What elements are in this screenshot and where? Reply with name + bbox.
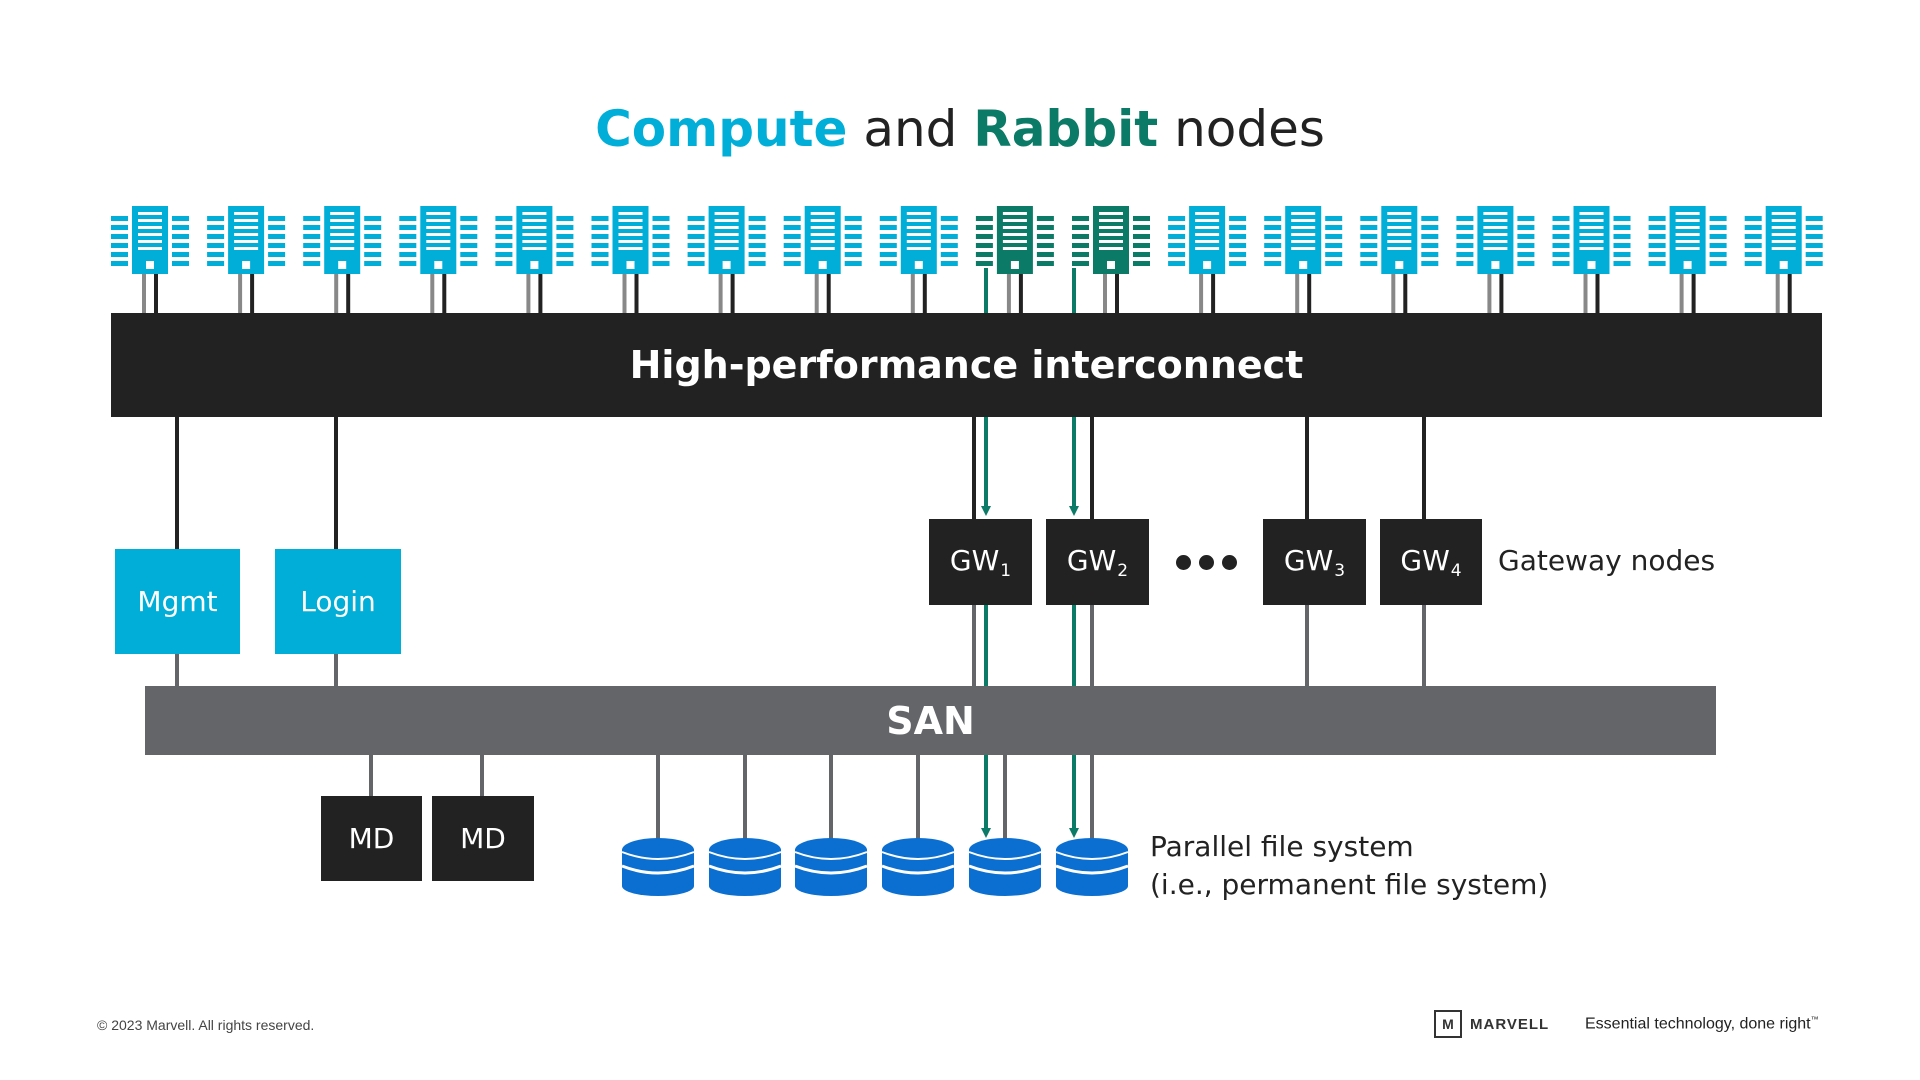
gateway-3-label: GW3 [1283,543,1346,581]
server-rack-icon [783,206,862,274]
gateway-node-2: GW2 [1046,519,1149,605]
login-node: Login [275,549,401,654]
database-cylinder-icon [794,838,868,896]
gateway-4-label: GW4 [1400,543,1462,581]
md-label: MD [348,822,395,855]
title-rabbit: Rabbit [973,100,1159,158]
title-compute: Compute [595,100,848,158]
marvell-logo-mark-icon: M [1434,1010,1462,1038]
server-rack-icon [1744,206,1823,274]
gateway-node-4: GW4 [1380,519,1482,605]
interconnect-label: High-performance interconnect [629,343,1304,387]
logo-text: MARVELL [1470,1015,1550,1033]
server-rack-icon [207,206,286,274]
server-rack-icon [687,206,766,274]
server-rack-icon [1552,206,1631,274]
dot [1176,555,1191,570]
database-cylinder-icon [968,838,1042,896]
rabbit-node-icon [975,206,1054,274]
tagline: Essential technology, done right™ [1585,1015,1819,1033]
database-cylinder-icon [881,838,955,896]
database-cylinder-icon [1055,838,1129,896]
dot [1222,555,1237,570]
rabbit-node-icon [1072,206,1150,274]
server-rack-icon [1360,206,1439,274]
mgmt-label: Mgmt [137,585,218,618]
page-title: Compute and Rabbit nodes [0,100,1920,158]
gateway-1-label: GW1 [949,543,1012,581]
gateway-node-3: GW3 [1263,519,1366,605]
copyright-text: © 2023 Marvell. All rights reserved. [97,1017,315,1033]
mgmt-node: Mgmt [115,549,240,654]
server-rack-icon [1456,206,1535,274]
marvell-logo: M MARVELL [1434,1010,1549,1038]
title-nodes: nodes [1158,100,1325,158]
compute-node-row [111,206,1823,274]
server-rack-icon [879,206,958,274]
server-rack-icon [399,206,478,274]
title-and: and [847,100,974,158]
gateway-node-1: GW1 [929,519,1032,605]
high-performance-interconnect: High-performance interconnect [111,313,1822,417]
gateway-caption: Gateway nodes [1498,544,1716,577]
server-rack-icon [591,206,670,274]
gateway-2-label: GW2 [1066,543,1129,581]
ellipsis-dots [1176,555,1237,570]
pfs-caption-line1: Parallel file system [1150,830,1414,863]
metadata-node-1: MD [321,796,422,881]
connector-lines [142,274,1792,840]
dot [1199,555,1214,570]
san-label: SAN [886,698,975,743]
md-label: MD [460,822,506,855]
server-rack-icon [1168,206,1247,274]
server-rack-icon [111,206,189,274]
parallel-file-system-disks [621,838,1129,896]
pfs-caption-line2: (i.e., permanent file system) [1150,868,1549,901]
server-rack-icon [1264,206,1343,274]
server-rack-icon [495,206,574,274]
database-cylinder-icon [708,838,782,896]
server-rack-icon [1648,206,1727,274]
login-label: Login [300,585,376,618]
server-rack-icon [303,206,382,274]
database-cylinder-icon [621,838,695,896]
san-bar: SAN [145,686,1716,755]
metadata-node-2: MD [432,796,534,881]
